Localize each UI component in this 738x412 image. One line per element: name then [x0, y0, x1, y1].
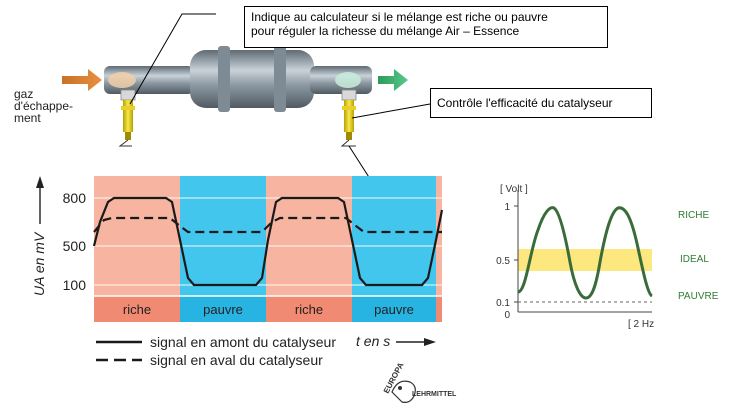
right-y-unit: [ Volt ] [500, 184, 528, 195]
downstream-oxygen-sensor [341, 89, 357, 140]
gas-puff-right [335, 72, 361, 88]
upstream-sensor-wire [118, 139, 132, 147]
y-tick-100: 100 [63, 277, 87, 293]
band-label-riche-1: riche [123, 302, 151, 317]
chart-bg-pauvre-2 [352, 176, 436, 296]
zone-label-riche: RICHE [678, 210, 709, 221]
right-y-tick-0: 0 [504, 310, 510, 321]
right-x-unit: [ 2 Hz [628, 319, 654, 330]
band-riche-3 [436, 296, 442, 322]
upstream-oxygen-sensor [120, 89, 136, 140]
chart-bg-riche-2 [266, 176, 352, 296]
band-pauvre-1 [180, 296, 266, 322]
y-axis-label: UA en mV [31, 231, 47, 296]
zone-label-pauvre: PAUVRE [678, 291, 719, 302]
left-chart: riche pauvre riche pauvre 800 500 100 UA… [31, 176, 444, 368]
right-chart: [ Volt ] 1 0.5 0.1 0 [ 2 Hz RICHE IDEAL … [496, 184, 719, 330]
chart-bg-pauvre-1 [180, 176, 266, 296]
exhaust-gas-label: gaz d'échappe- ment [14, 87, 76, 125]
callout-top-line1: Indique au calculateur si le mélange est… [251, 10, 548, 24]
x-axis-arrow [396, 338, 436, 346]
ideal-zone-band [518, 249, 652, 271]
publisher-logo: EUROPA LEHRMITTEL [382, 361, 457, 403]
callout-top-box: Indique au calculateur si le mélange est… [244, 6, 608, 48]
right-y-tick-05: 0.5 [496, 256, 510, 267]
downstream-signal-curve [93, 216, 442, 234]
y-tick-800: 800 [63, 190, 87, 206]
callout-top-line2: pour réguler la richesse du mélange Air … [251, 24, 520, 38]
y-axis-arrow [36, 176, 44, 224]
band-riche-1 [94, 296, 180, 322]
exhaust-illustration: gaz d'échappe- ment [14, 46, 408, 147]
chart-bg-riche-1 [94, 176, 180, 296]
x-axis-label: t en s [356, 333, 390, 349]
band-label-riche-2: riche [295, 302, 323, 317]
flow-out-arrow [378, 69, 408, 91]
y-tick-500: 500 [63, 238, 87, 254]
catalyst-flange-right [274, 46, 286, 112]
callout-right-text: Contrôle l'efficacité du catalyseur [437, 96, 613, 110]
logo-emblem [391, 380, 416, 403]
gas-puff-left [108, 72, 136, 88]
catalyst-flange-left [218, 46, 230, 112]
flow-in-arrow [62, 69, 102, 91]
band-riche-2 [266, 296, 352, 322]
upstream-signal-curve [92, 196, 444, 287]
callout-top-leader [129, 13, 216, 105]
right-y-tick-01: 0.1 [496, 298, 510, 309]
callout-right-leader [351, 103, 431, 119]
logo-text-bottom: LEHRMITTEL [412, 391, 457, 398]
catalyst-body [190, 50, 314, 108]
band-pauvre-2 [352, 296, 436, 322]
right-oscillation-curve [517, 206, 654, 300]
band-label-pauvre-2: pauvre [374, 302, 414, 317]
chart-bg-riche-3 [436, 176, 442, 296]
logo-text-top: EUROPA [382, 361, 406, 395]
band-label-pauvre-1: pauvre [203, 302, 243, 317]
legend-solid-label: signal en amont du catalyseur [150, 334, 336, 350]
callout-right-box: Contrôle l'efficacité du catalyseur [430, 88, 652, 118]
zone-label-ideal: IDEAL [680, 254, 709, 265]
right-y-tick-1: 1 [504, 202, 510, 213]
downstream-sensor-wire [340, 139, 356, 147]
logo-star [398, 386, 402, 390]
legend-dashed-label: signal en aval du catalyseur [150, 352, 323, 368]
